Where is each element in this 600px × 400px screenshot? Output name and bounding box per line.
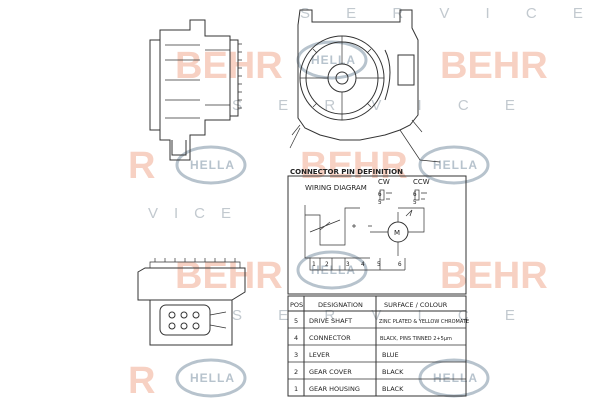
table-cell-pos: 2 bbox=[294, 368, 298, 376]
watermark-brand: BEHR bbox=[440, 45, 548, 87]
wiring-title: WIRING DIAGRAM bbox=[305, 184, 367, 192]
hella-logo: HELLA bbox=[175, 145, 247, 185]
watermark-brand-partial: R bbox=[128, 360, 155, 400]
table-cell-designation: DRIVE SHAFT bbox=[309, 317, 352, 325]
connector-pin-definition: CONNECTOR PIN DEFINITION WIRING DIAGRAM … bbox=[287, 168, 467, 295]
pin-number: 2 bbox=[325, 261, 329, 268]
pin-number: 5 bbox=[377, 261, 381, 268]
table-cell-designation: LEVER bbox=[309, 351, 330, 359]
table-cell-surface: BLACK bbox=[382, 368, 404, 376]
watermark-brand: BEHR bbox=[300, 145, 408, 187]
watermark-layer: S E R V I C E BEHR BEHR R BEHR BEHR BEHR… bbox=[128, 5, 599, 400]
parts-table: POS DESIGNATION SURFACE / COLOUR 5 DRIVE… bbox=[287, 295, 469, 397]
table-cell-designation: GEAR COVER bbox=[309, 368, 352, 376]
watermark-brand: BEHR bbox=[175, 255, 283, 297]
column-header-pos: POS bbox=[290, 301, 303, 309]
column-header-surface: SURFACE / COLOUR bbox=[384, 301, 448, 309]
table-cell-surface: BLACK bbox=[382, 385, 404, 393]
ccw-label: CCW bbox=[413, 178, 430, 186]
table-cell-surface: BLUE bbox=[382, 351, 399, 359]
svg-text:HELLA: HELLA bbox=[190, 371, 235, 385]
motor-label: M bbox=[394, 229, 400, 237]
svg-text:HELLA: HELLA bbox=[311, 53, 356, 67]
svg-text:5: 5 bbox=[413, 199, 417, 206]
table-cell-pos: 5 bbox=[294, 317, 298, 325]
table-cell-pos: 1 bbox=[294, 385, 298, 393]
watermark-brand-partial: R bbox=[128, 145, 155, 187]
table-cell-surface: BLACK, PINS TINNED 2+5μm bbox=[380, 336, 452, 342]
svg-text:HELLA: HELLA bbox=[433, 158, 478, 172]
table-cell-pos: 3 bbox=[294, 351, 298, 359]
svg-text:HELLA: HELLA bbox=[433, 371, 478, 385]
pin-number: 4 bbox=[361, 261, 365, 268]
column-header-designation: DESIGNATION bbox=[318, 301, 363, 309]
table-cell-pos: 4 bbox=[294, 334, 298, 342]
actuator-side-view bbox=[149, 19, 242, 161]
pin-number: 6 bbox=[398, 261, 402, 268]
watermark-service-left: VICE bbox=[148, 205, 247, 222]
watermark-service-top: S E R V I C E bbox=[232, 97, 531, 114]
hella-logo: HELLA bbox=[418, 145, 490, 185]
table-cell-designation: GEAR HOUSING bbox=[309, 385, 360, 393]
table-cell-surface: ZINC PLATED & YELLOW CHROMATE bbox=[379, 319, 469, 325]
pin-number: 1 bbox=[312, 261, 316, 268]
actuator-gear-view bbox=[289, 9, 441, 163]
watermark-service-top: S E R V I C E bbox=[300, 5, 599, 22]
hella-logo: HELLA bbox=[296, 40, 368, 80]
table-cell-designation: CONNECTOR bbox=[309, 334, 351, 342]
watermark-brand: BEHR bbox=[175, 45, 283, 87]
hella-logo: HELLA bbox=[418, 358, 490, 398]
cw-label: CW bbox=[378, 178, 390, 186]
actuator-connector-view bbox=[137, 258, 246, 346]
pin-number: 3 bbox=[346, 261, 350, 268]
watermark-brand: BEHR bbox=[440, 255, 548, 297]
wiring-frame bbox=[287, 175, 467, 295]
svg-text:5: 5 bbox=[378, 199, 382, 206]
connector-title: CONNECTOR PIN DEFINITION bbox=[290, 168, 403, 176]
hella-logo: HELLA bbox=[175, 358, 247, 398]
svg-text:HELLA: HELLA bbox=[190, 158, 235, 172]
